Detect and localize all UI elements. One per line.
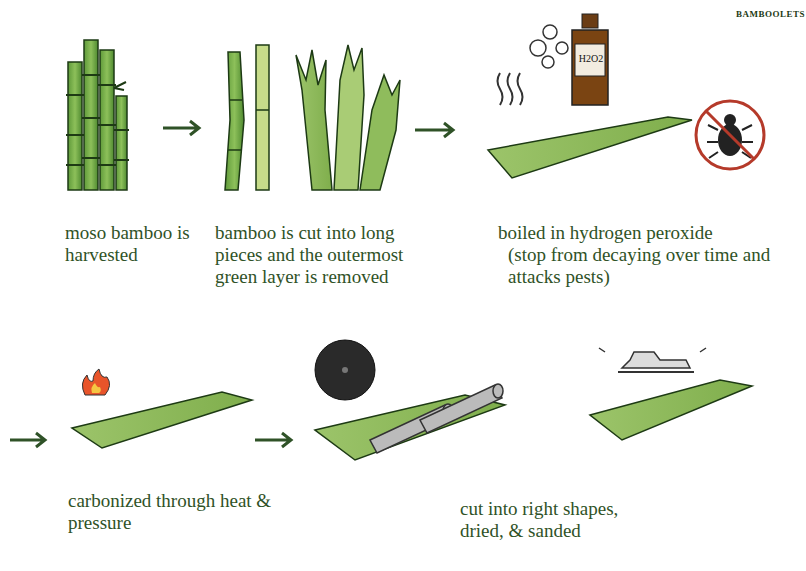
step-caption: cut into right shapes, dried, & sanded (460, 498, 660, 542)
split-bamboo (225, 45, 400, 190)
press-step (315, 340, 505, 460)
step-arrow (255, 433, 291, 447)
boiling-step (488, 14, 764, 178)
step-caption: moso bamboo is harvested (65, 222, 205, 266)
step-arrow (415, 123, 453, 137)
step-caption: boiled in hydrogen peroxide (498, 222, 788, 244)
sanding-step (590, 348, 752, 440)
step-caption: carbonized through heat & pressure (68, 490, 278, 534)
logo-watermark: BAMBOOLETS (736, 8, 802, 20)
step-arrow (163, 121, 199, 135)
carbonize-step (72, 369, 252, 448)
step-arrow (10, 433, 45, 447)
bamboo-stalks (66, 40, 129, 190)
step-caption: bamboo is cut into long pieces and the o… (215, 222, 435, 288)
step-note: (stop from decaying over time and attack… (508, 244, 788, 288)
bottle-label: H2O2 (576, 52, 606, 65)
